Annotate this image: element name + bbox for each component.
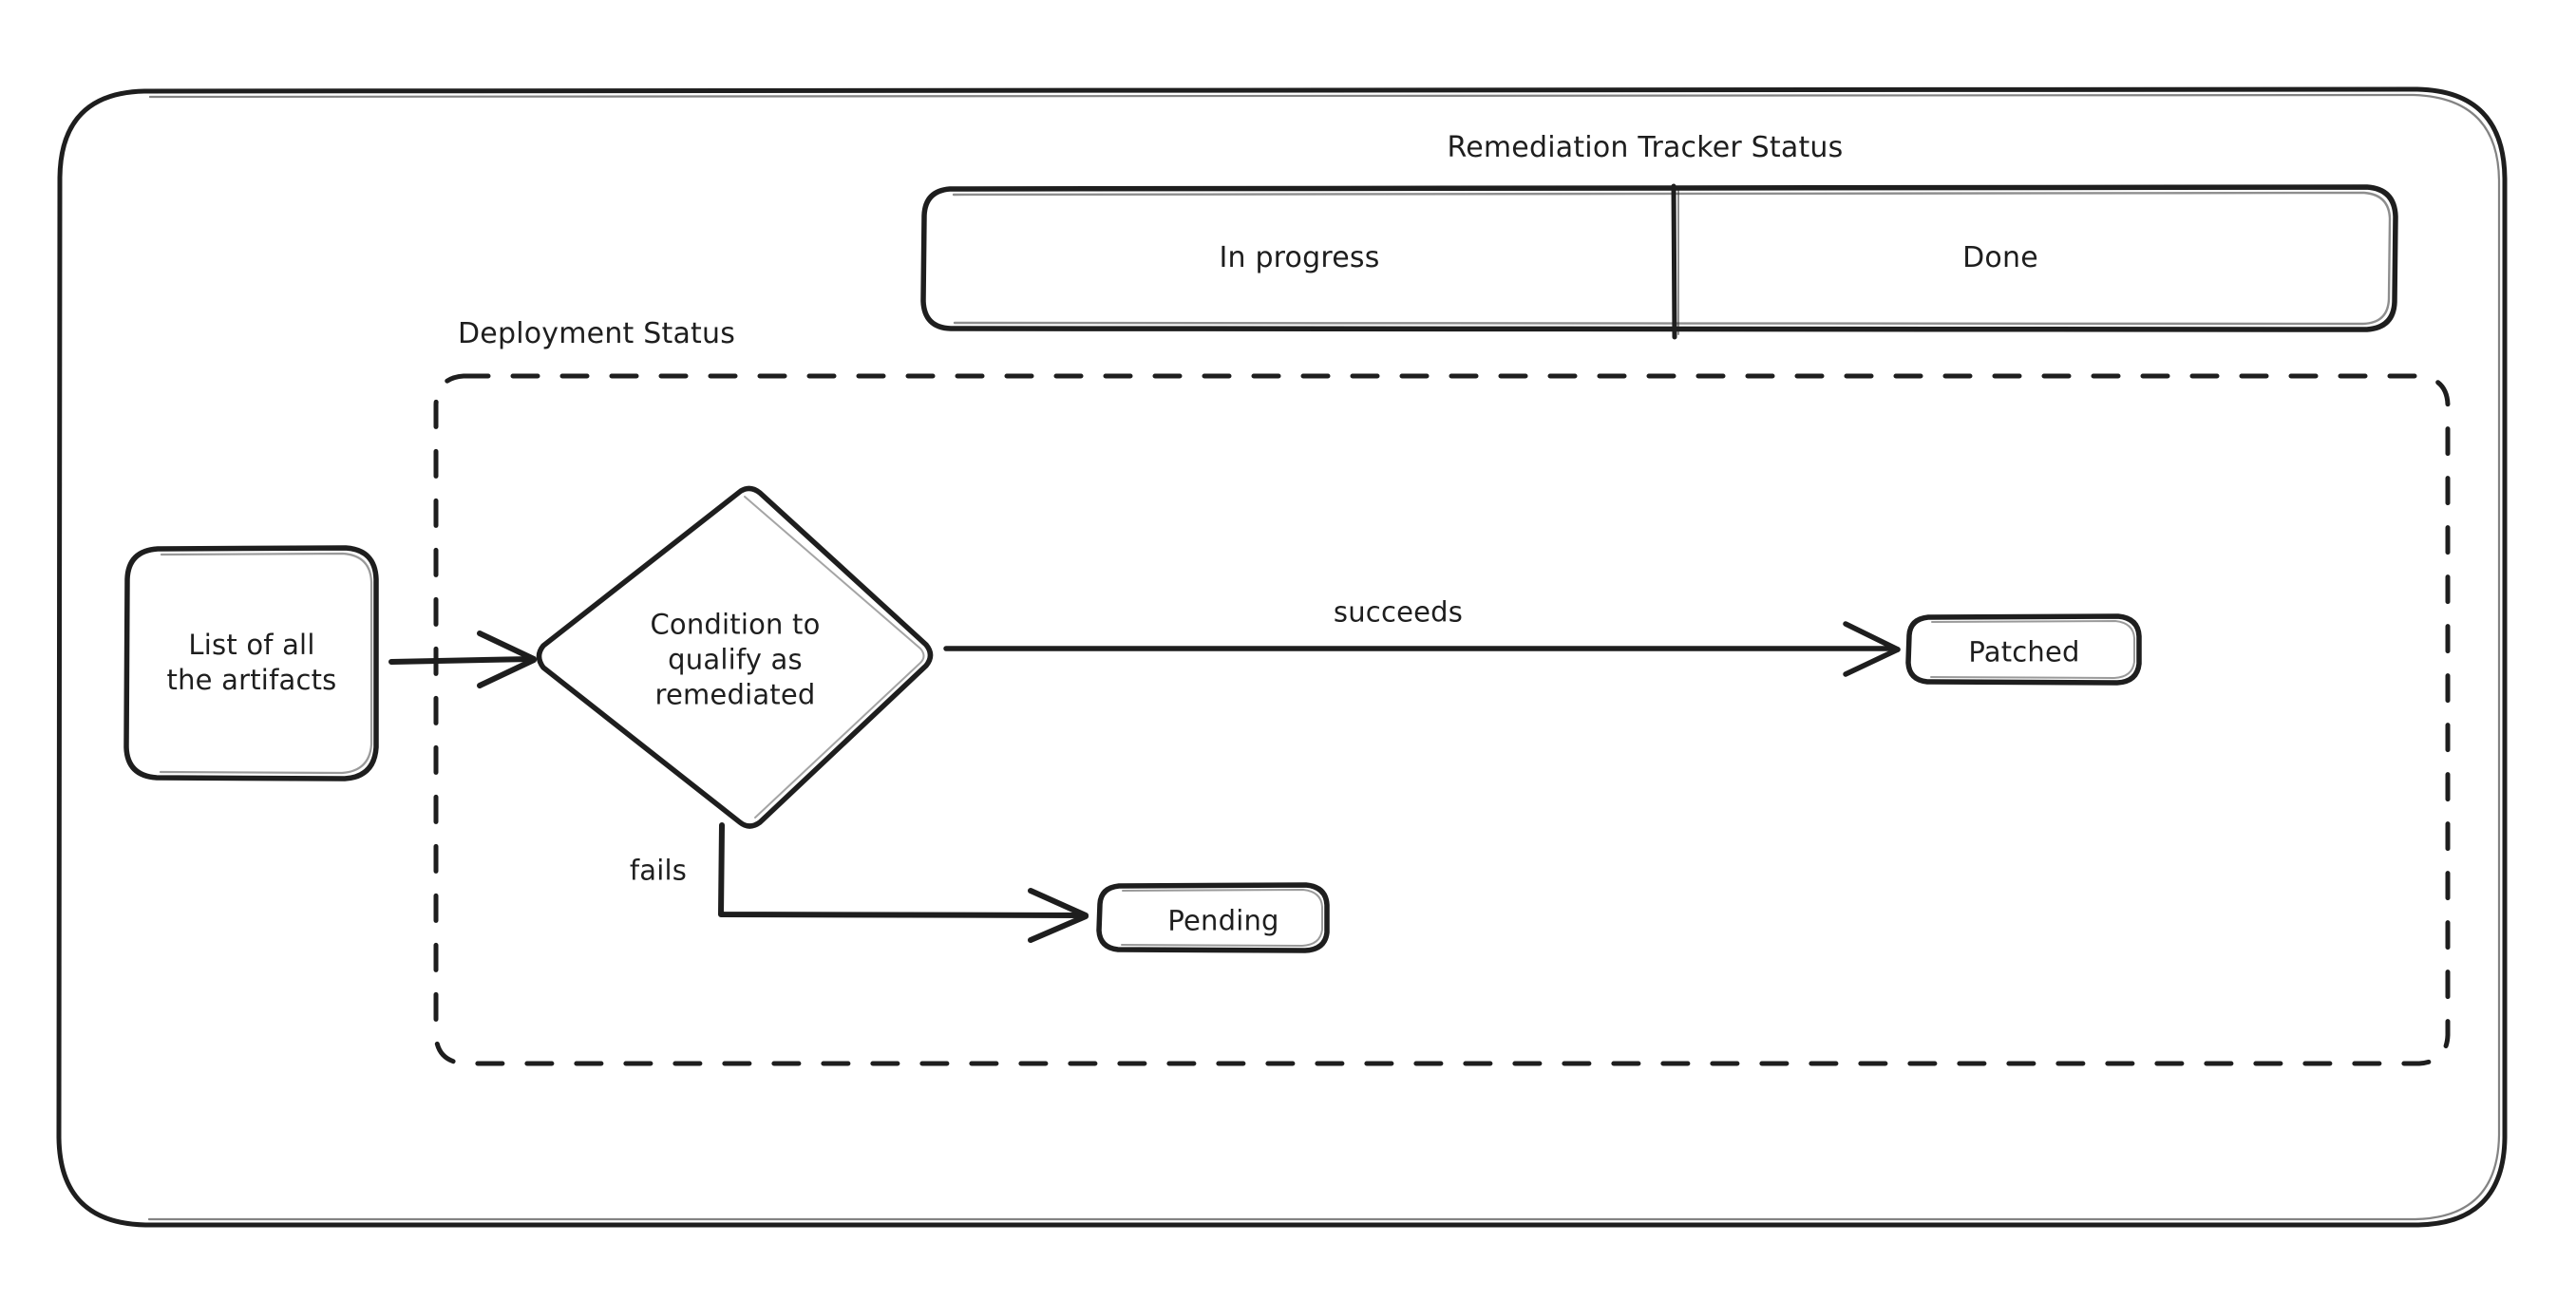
outer-frame [56,86,2508,1228]
node-patched-label[interactable]: Patched [1968,635,2080,668]
edge-label-fails: fails [629,854,688,887]
remediation-tracker-title: Remediation Tracker Status [1447,130,1844,164]
tracker-cell-done[interactable]: Done [1962,240,2038,274]
node-artifacts-label[interactable]: List of all the artifacts [166,628,337,696]
tracker-cell-divider [1671,183,1677,340]
tracker-cell-in-progress[interactable]: In progress [1219,240,1380,274]
remediation-tracker-bar [920,183,2398,340]
deployment-status-container [433,373,2451,1066]
deployment-status-label: Deployment Status [458,317,736,350]
node-pending-shape [1096,882,1330,953]
edge-condition-to-patched [943,621,1901,677]
node-pending-label[interactable]: Pending [1167,904,1279,937]
node-condition-shape [536,485,934,829]
edge-label-succeeds: succeeds [1333,595,1464,629]
node-patched-shape [1905,613,2142,686]
edge-condition-to-pending [718,822,1089,943]
edge-artifacts-to-condition [388,631,537,688]
node-condition-label[interactable]: Condition to qualify as remediated [650,608,821,711]
node-artifacts-shape [123,545,379,781]
